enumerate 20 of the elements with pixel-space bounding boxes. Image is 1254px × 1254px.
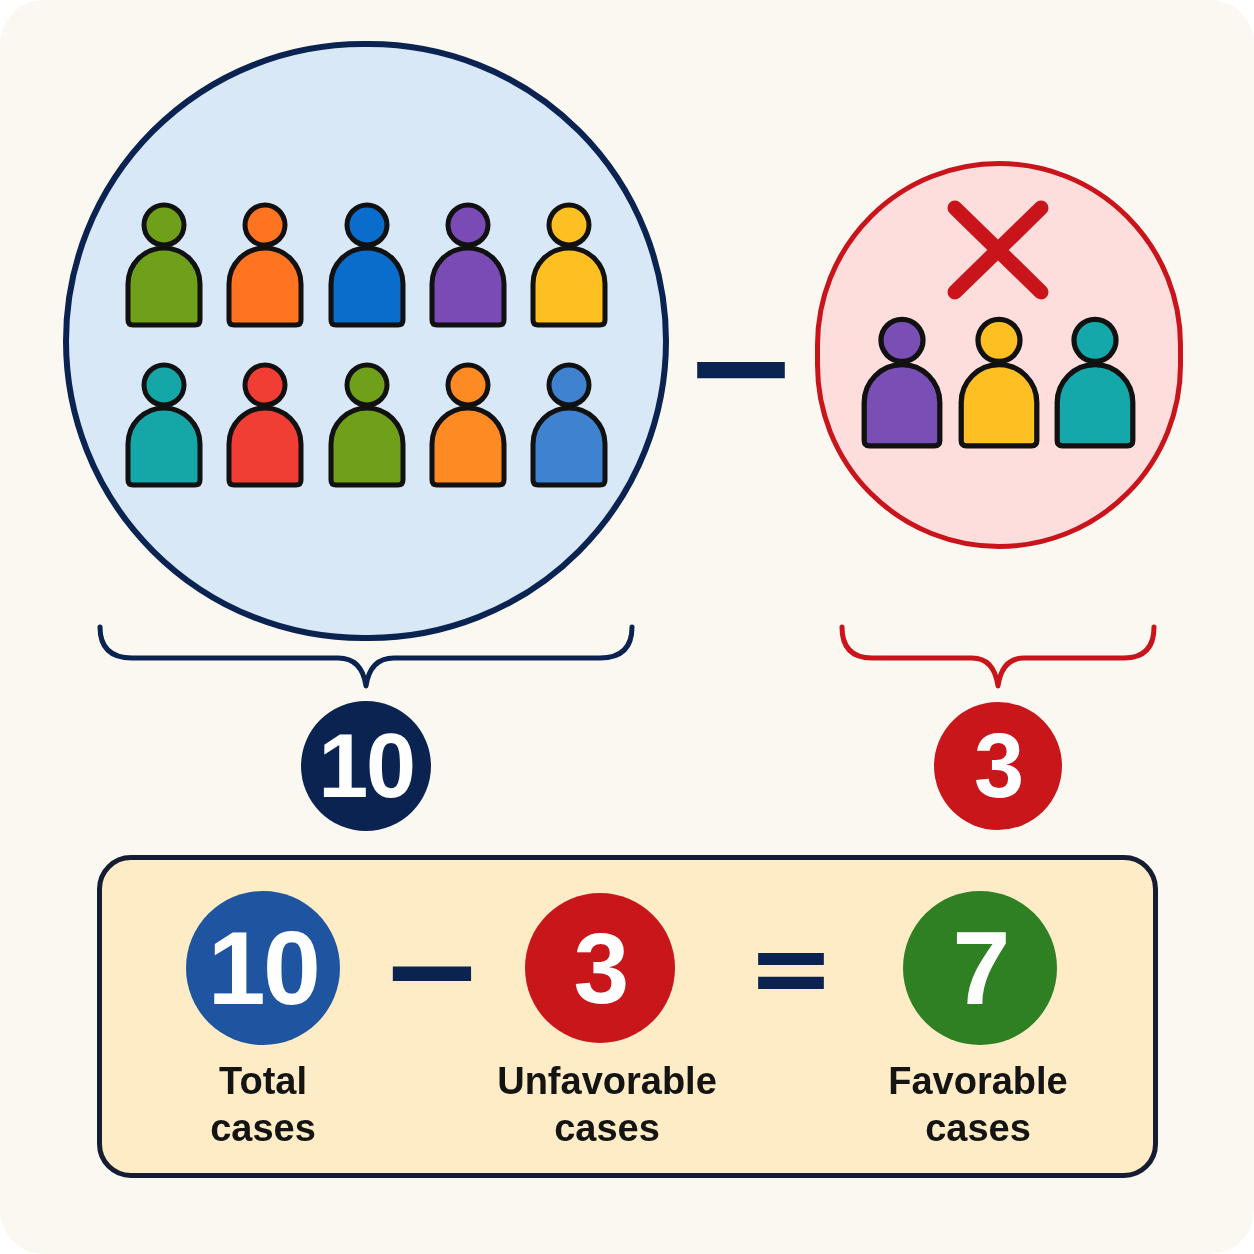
person-icon (427, 200, 508, 328)
person-icon (529, 200, 609, 328)
equals-sign: = (747, 945, 835, 993)
person-icon (225, 360, 306, 488)
minus-sign: − (682, 347, 800, 383)
person-icon (124, 200, 204, 328)
person-icon (529, 360, 609, 488)
person-icon (326, 360, 407, 488)
caption-text: Total cases (210, 1059, 316, 1151)
minus-sign: − (379, 954, 485, 986)
person-icon (860, 314, 944, 449)
person-icon (124, 360, 204, 488)
person-icon (1053, 314, 1137, 449)
person-icon (956, 314, 1041, 449)
person-icon (427, 360, 508, 488)
caption-text: Unfavorable cases (497, 1059, 717, 1151)
person-icon (326, 200, 407, 328)
equation-panel (97, 855, 1158, 1178)
caption-text: Favorable cases (888, 1059, 1068, 1151)
person-icon (225, 200, 306, 328)
